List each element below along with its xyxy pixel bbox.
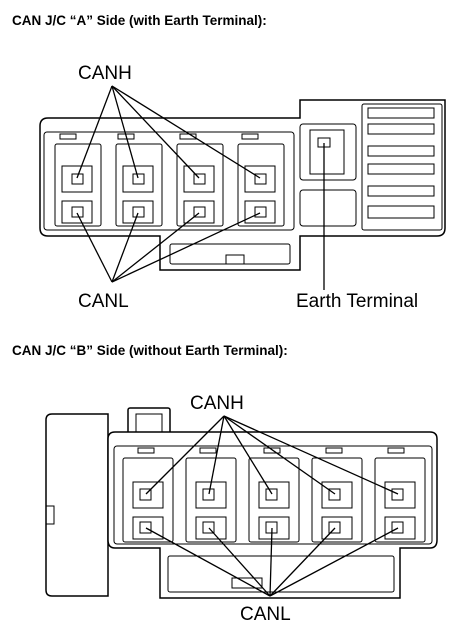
cavity-b-3 xyxy=(248,457,300,543)
canl-leaders-b xyxy=(145,527,399,597)
canl-label-a: CANL xyxy=(78,291,129,312)
section-b-title: CAN J/C “B” Side (without Earth Terminal… xyxy=(12,343,288,358)
canh-label-a: CANH xyxy=(78,63,132,84)
connector-a-body xyxy=(39,99,446,271)
cavity-a-3 xyxy=(176,143,224,227)
earth-terminal-label: Earth Terminal xyxy=(296,291,418,312)
cavity-a-1 xyxy=(54,143,102,227)
cavity-b-4 xyxy=(311,457,363,543)
canh-label-b: CANH xyxy=(190,393,244,414)
canl-leaders-a xyxy=(76,212,261,283)
canl-label-b: CANL xyxy=(240,604,291,625)
cavity-b-1 xyxy=(122,457,174,543)
section-a-title: CAN J/C “A” Side (with Earth Terminal): xyxy=(12,13,267,28)
connector-b-body xyxy=(45,407,438,599)
cavity-a-2 xyxy=(115,143,163,227)
cavity-b-5 xyxy=(374,457,426,543)
cavity-a-4 xyxy=(237,143,285,227)
canh-leaders-b xyxy=(145,415,399,495)
canh-leaders-a xyxy=(76,85,261,179)
